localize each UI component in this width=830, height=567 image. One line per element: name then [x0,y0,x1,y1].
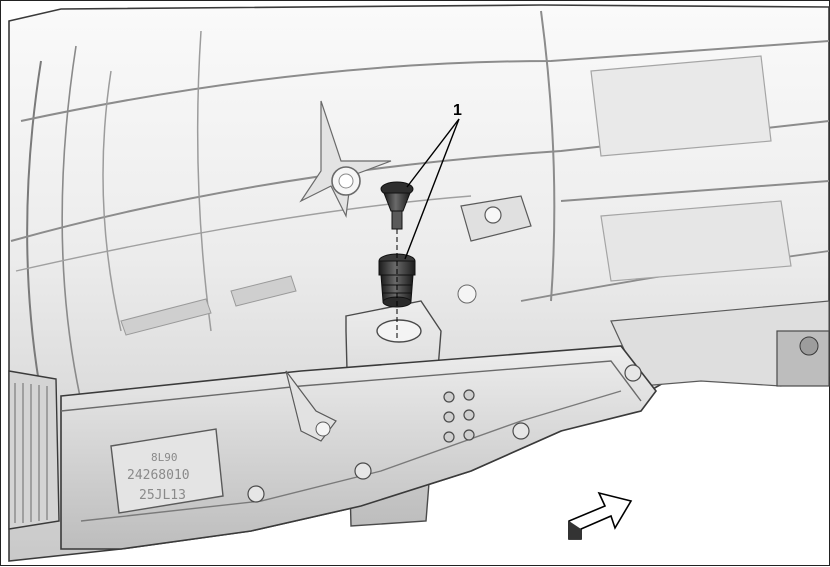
front-direction-arrow-icon [568,491,633,540]
plug-bore [376,319,422,343]
pan-dimples [443,389,475,443]
pan-bolt [624,364,642,382]
case-rib [15,195,472,272]
mounting-hole-inner [338,173,354,189]
stamp-line-1: 8L90 [151,451,178,464]
casting-stamp-plaque [110,428,224,514]
pan-bolts [247,364,642,503]
callout-leader [406,118,460,188]
output-flange-bolt [799,336,819,356]
case-panel [590,55,772,157]
mounting-boss [299,100,392,219]
case-rib [20,40,830,122]
case-rib [560,180,830,202]
case-panel [600,200,792,282]
case-rib [10,120,830,242]
input-shaft-spline [8,370,60,530]
plug-upper [380,181,414,230]
case-rib [540,10,556,302]
case-slot [230,275,297,307]
fin-hole [315,421,331,437]
stamp-line-3: 25JL13 [139,488,186,503]
case-rib [196,30,212,332]
case-slot [120,298,212,336]
bell-housing-rib [61,45,82,402]
stamp-line-2: 24268010 [127,468,190,483]
oil-pan-flange [80,390,622,522]
bracket-hole [484,206,502,224]
pan-bolt [354,462,372,480]
case-rib [102,70,122,332]
spline-teeth [14,383,48,523]
callout-leader [404,118,460,260]
pan-bolt [247,485,265,503]
case-hole [457,284,477,304]
callout-number: 1 [453,102,462,119]
oil-pan-flange [60,360,642,412]
pan-bolt [512,422,530,440]
